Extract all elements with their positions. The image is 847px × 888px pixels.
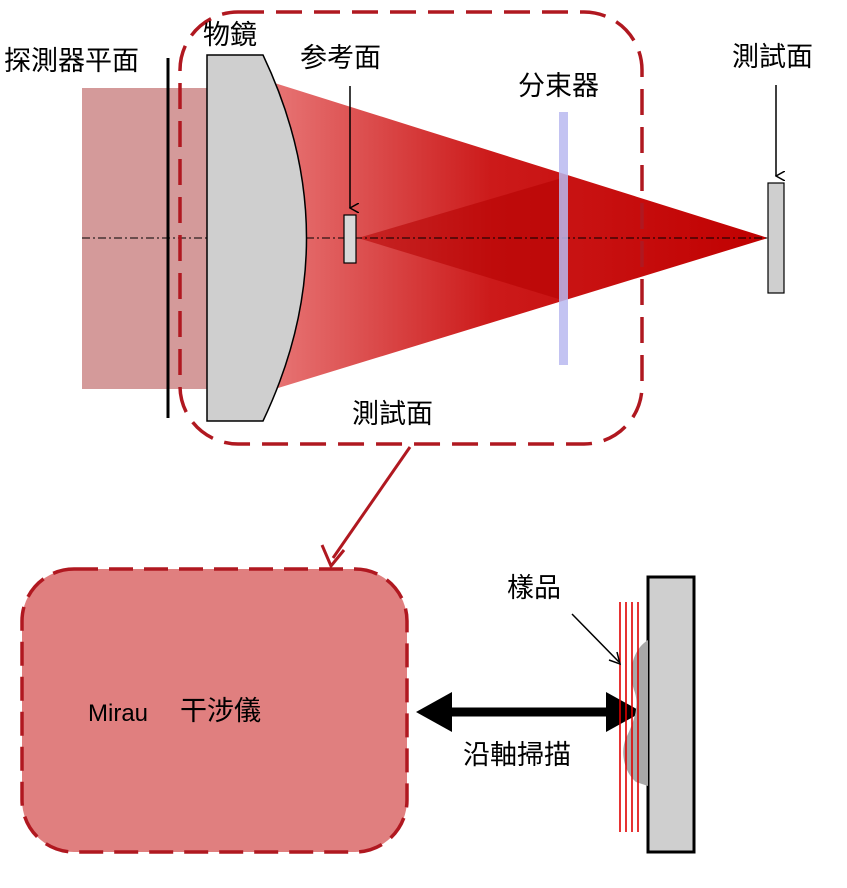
axial-scan-label: 沿軸掃描 [463, 740, 571, 771]
magnified-region-box [178, 10, 644, 446]
axial-scan-arrowhead-right [606, 692, 642, 732]
sample-pointer-arrowhead [608, 651, 622, 666]
beam-splitter [559, 112, 568, 365]
objective-lens [206, 54, 308, 422]
test-surface-box-label: 測試面 [352, 399, 433, 430]
zoom-connector-line [331, 446, 412, 559]
beam-splitter-label: 分束器 [518, 71, 599, 102]
reference-surface [343, 214, 357, 264]
sample-label: 樣品 [507, 573, 561, 604]
reference-reflection-cone [358, 178, 562, 300]
sample-holder [646, 575, 696, 854]
detector-plane-label: 探測器平面 [4, 46, 139, 77]
interferometer-label: 干涉儀 [180, 696, 261, 727]
sample-profile [623, 640, 648, 786]
sample-pointer-arrow [571, 613, 620, 663]
mirau-interferometer-box [20, 567, 409, 854]
axial-scan-arrowhead-left [416, 692, 452, 732]
zoom-connector-arrowhead [320, 544, 346, 569]
test-surface-label: 測試面 [732, 42, 813, 73]
reference-surface-label: 参考面 [300, 43, 381, 74]
mirau-label: Mirau [88, 700, 149, 727]
test-surface [767, 182, 785, 294]
objective-label: 物鏡 [203, 20, 257, 51]
